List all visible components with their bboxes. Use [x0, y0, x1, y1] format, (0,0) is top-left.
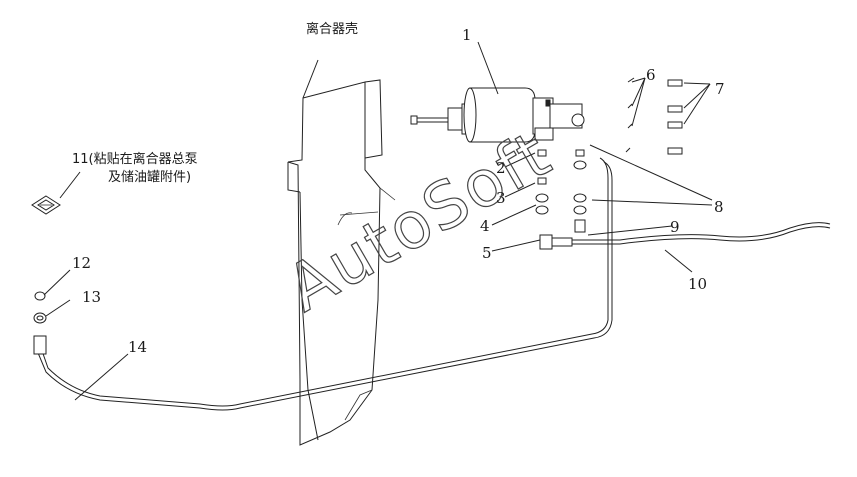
fittings-12-13 — [33, 291, 47, 355]
label-part-1: 1 — [462, 26, 472, 44]
label-part-4: 4 — [480, 217, 490, 235]
label-part-12: 12 — [72, 254, 91, 272]
label-part-9: 9 — [670, 218, 680, 236]
clips-6 — [625, 77, 635, 153]
warning-sticker-icon — [31, 195, 61, 215]
label-part-14: 14 — [128, 338, 147, 356]
label-part-2: 2 — [496, 159, 506, 177]
label-part-10: 10 — [688, 275, 707, 293]
label-part-11-line2: 及储油罐附件) — [108, 170, 191, 185]
clutch-housing — [287, 59, 396, 446]
label-part-5: 5 — [482, 244, 492, 262]
label-part-11-line1: 11(粘贴在离合器总泵 — [72, 151, 198, 167]
label-part-7: 7 — [715, 80, 725, 98]
clutch-booster — [410, 87, 585, 143]
label-part-6: 6 — [646, 66, 656, 84]
label-part-13: 13 — [82, 288, 101, 306]
label-part-8: 8 — [714, 198, 724, 216]
bolts-7 — [667, 79, 683, 155]
banjo-washers — [535, 149, 587, 233]
fitting — [539, 234, 573, 250]
label-clutch-housing: 离合器壳 — [306, 21, 358, 37]
label-part-3: 3 — [496, 189, 506, 207]
